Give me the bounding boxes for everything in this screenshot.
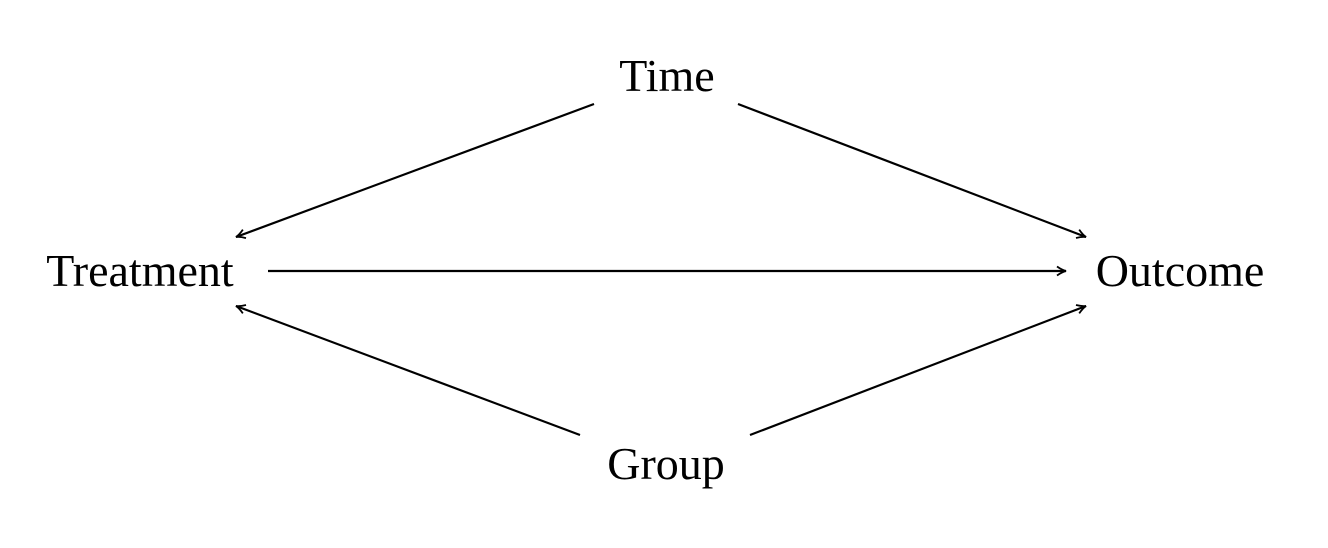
edge-group-to-treatment (235, 304, 581, 437)
node-outcome: Outcome (1096, 245, 1265, 296)
edge-time-to-outcome (737, 102, 1087, 239)
node-group: Group (607, 438, 725, 489)
edge-time-to-treatment (235, 102, 595, 239)
node-time: Time (619, 50, 714, 101)
node-treatment: Treatment (46, 245, 234, 296)
edge-group-to-outcome (749, 304, 1087, 437)
